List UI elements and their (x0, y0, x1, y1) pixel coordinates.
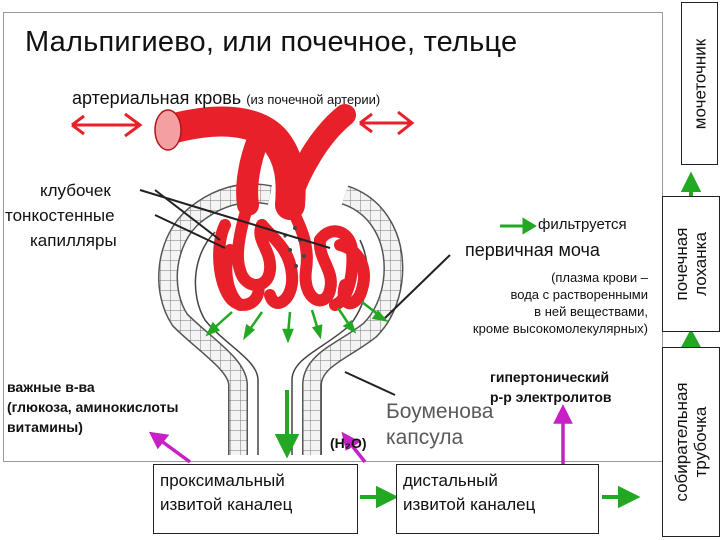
renal-pelvis-line1: почечная (672, 227, 691, 301)
thin-walled-label: тонкостенные (5, 206, 115, 225)
magenta-arrows (148, 404, 573, 465)
capsule-pointer (344, 371, 396, 396)
distal-tubule-line2: извитой каналец (403, 495, 536, 514)
water-label: (H₂O) (330, 435, 367, 451)
primary-urine-line3: в ней веществами, (534, 304, 648, 319)
flow-arrow-down (274, 390, 300, 459)
diagram-title: Мальпигиево, или почечное, тельце (25, 26, 518, 58)
filtration-arrows (205, 301, 389, 344)
distal-tubule-line1: дистальный (403, 471, 498, 490)
glomerulus-pointers (139, 189, 331, 249)
renal-pelvis-box: почечная лоханка (662, 196, 720, 332)
hypertonic-line1: гипертонический (490, 369, 610, 385)
primary-urine-line2: вода с растворенными (510, 287, 648, 302)
collecting-duct-line1: собирательная (672, 382, 691, 502)
bowman-capsule-label-line2: капсула (386, 426, 464, 449)
important-substances-line2: (глюкоза, аминокислоты (7, 399, 179, 415)
glomerulus-label: клубочек (40, 181, 111, 200)
proximal-tubule-box: проксимальный извитой каналец (153, 464, 358, 534)
proximal-tubule-line1: проксимальный (160, 471, 285, 490)
capillaries-label: капилляры (30, 231, 117, 250)
arterial-blood-label: артериальная кровь (из почечной артерии) (72, 88, 380, 109)
filter-legend-arrow (500, 217, 537, 235)
primary-urine-pointer (384, 254, 451, 319)
collecting-duct-label: собирательная трубочка (672, 382, 710, 501)
arterial-blood-arrows (71, 110, 415, 138)
distal-tubule-box: дистальный извитой каналец (396, 464, 599, 534)
artery-opening (154, 109, 182, 151)
glomerulus-cells (283, 226, 306, 268)
ureter-box: мочеточник (681, 2, 718, 165)
bowman-capsule-label-line1: Боуменова (386, 400, 494, 423)
hypertonic-line2: р-р электролитов (490, 389, 612, 405)
primary-urine-line4: кроме высокомолекулярных) (472, 321, 648, 336)
tubule-flow-arrows (360, 171, 702, 509)
filter-legend-label: фильтруется (538, 216, 627, 233)
important-substances-line1: важные в-ва (7, 379, 95, 395)
collecting-duct-box: собирательная трубочка (662, 347, 720, 537)
important-substances-line3: витамины) (7, 419, 83, 435)
primary-urine-title: первичная моча (465, 240, 600, 260)
proximal-tubule-line2: извитой каналец (160, 495, 293, 514)
ureter-label: мочеточник (690, 38, 709, 129)
primary-urine-line1: (плазма крови – (551, 270, 648, 285)
renal-pelvis-label: почечная лоханка (672, 228, 710, 301)
arterial-blood-main: артериальная кровь (72, 88, 242, 108)
renal-pelvis-line2: лоханка (691, 232, 710, 296)
arterial-blood-note: (из почечной артерии) (246, 92, 381, 107)
collecting-duct-line2: трубочка (691, 406, 710, 478)
